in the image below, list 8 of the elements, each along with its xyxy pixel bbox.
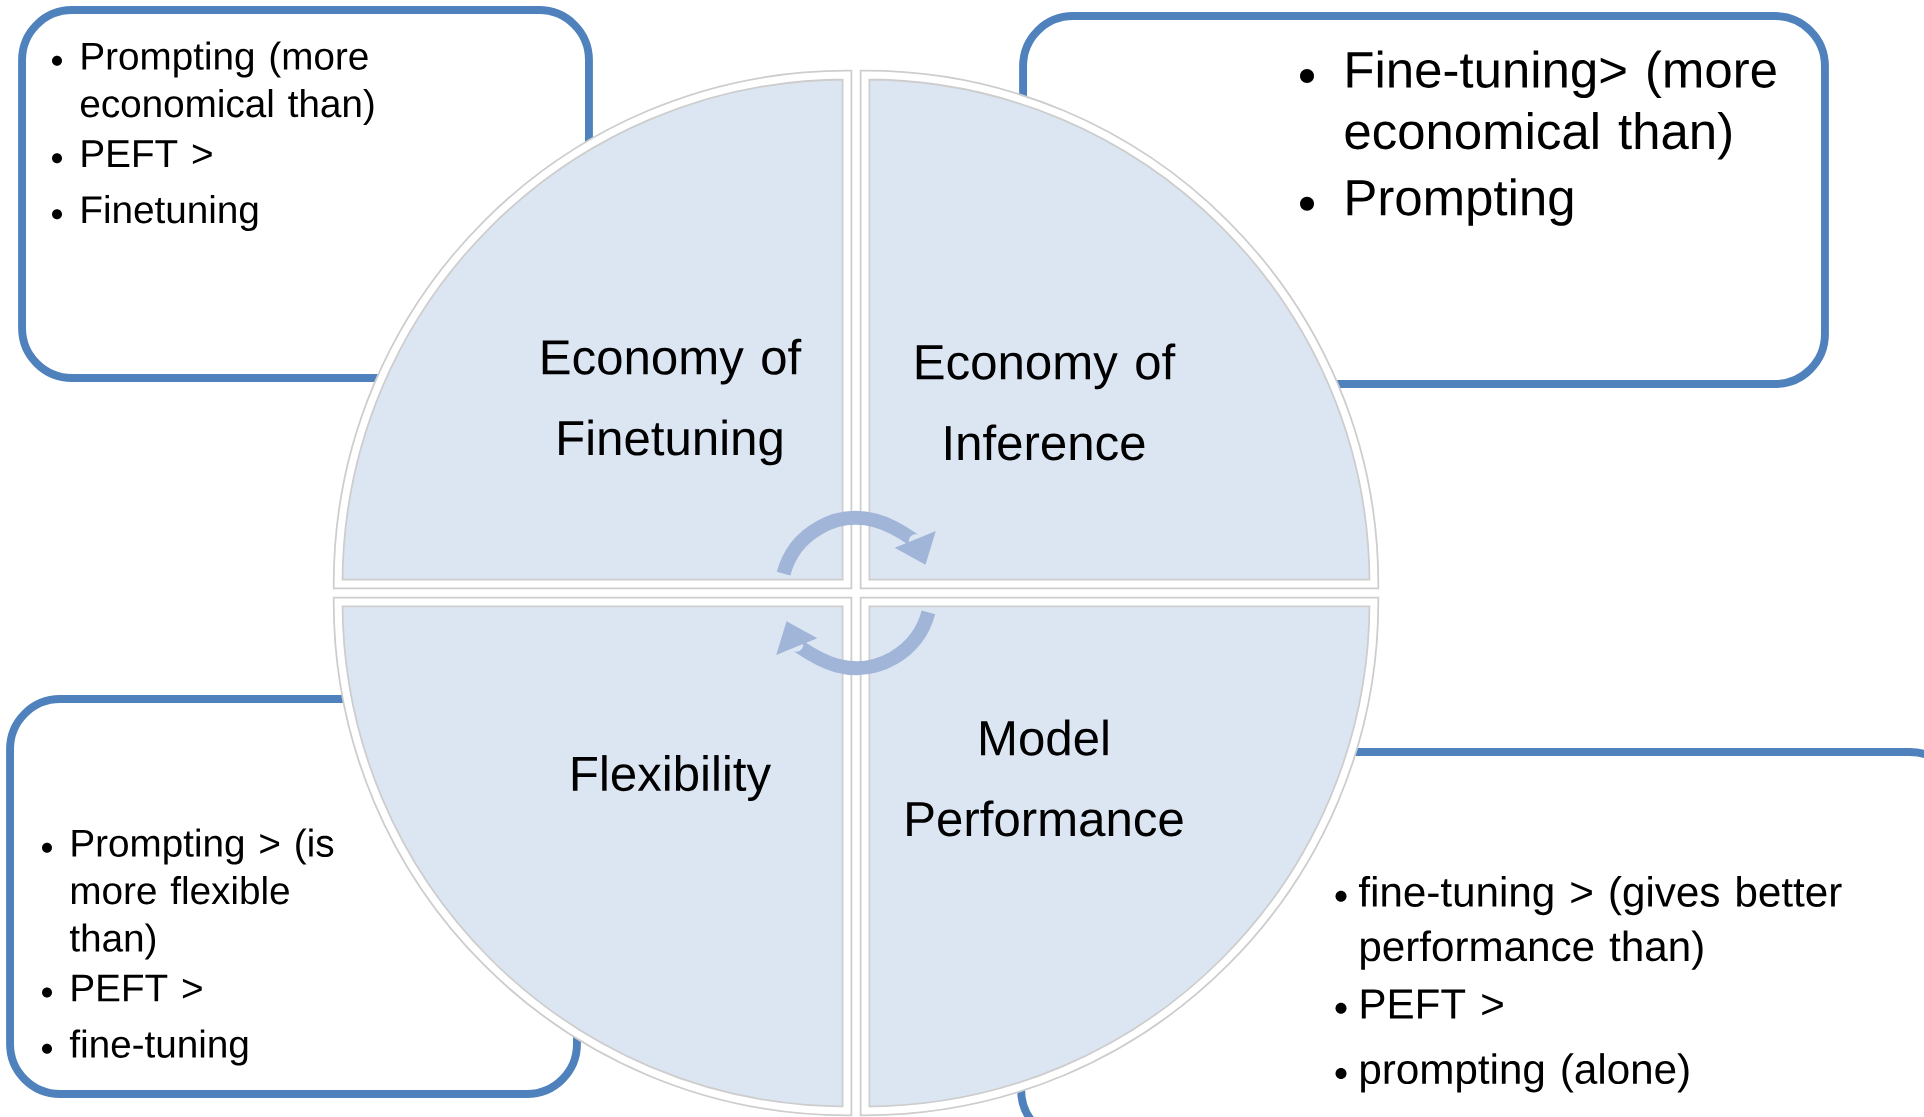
curved-arrow: [776, 610, 936, 675]
node-label: PEFT >: [82, 140, 212, 167]
node-label: fine-tuning: [69, 1029, 248, 1066]
curved-arrow: [776, 511, 936, 576]
node-label: Finetuning: [82, 195, 258, 232]
node-label: PEFT >: [72, 974, 202, 1002]
node-label: Prompting > (is more flexible than): [69, 828, 334, 960]
pie-quadrant: Flexibility: [332, 596, 853, 1117]
